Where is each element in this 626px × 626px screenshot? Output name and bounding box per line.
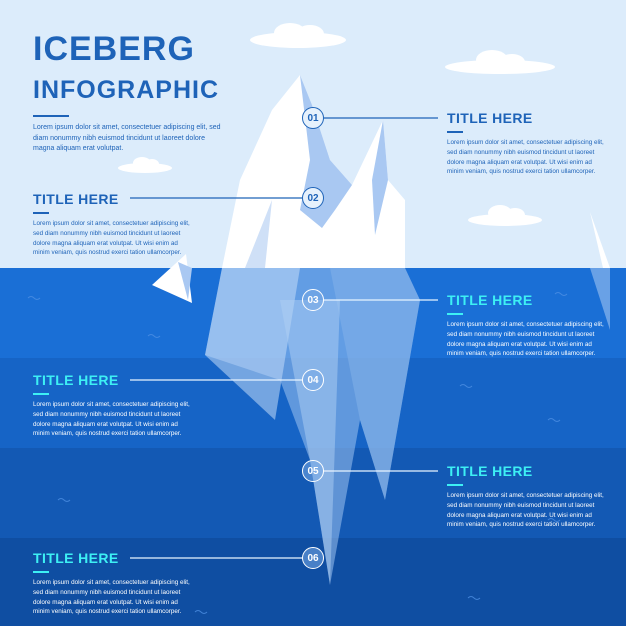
- cloud: [118, 157, 172, 173]
- marker-03: 03: [302, 289, 324, 311]
- intro-rule: [33, 115, 69, 117]
- marker-04: 04: [302, 369, 324, 391]
- cloud: [445, 50, 555, 74]
- section-03-rule: [447, 313, 463, 315]
- section-05-rule: [447, 484, 463, 486]
- section-01-title: TITLE HERE: [447, 110, 533, 126]
- ice-shard-left: [152, 254, 192, 303]
- section-02-title: TITLE HERE: [33, 191, 119, 207]
- marker-05: 05: [302, 460, 324, 482]
- section-05-title: TITLE HERE: [447, 463, 533, 479]
- section-05-text: Lorem ipsum dolor sit amet, consectetuer…: [447, 492, 604, 529]
- section-04-rule: [33, 393, 49, 395]
- section-02-text: Lorem ipsum dolor sit amet, consectetuer…: [33, 220, 190, 257]
- page-title-line1: ICEBERG: [33, 30, 195, 68]
- section-06-rule: [33, 571, 49, 573]
- marker-01: 01: [302, 107, 324, 129]
- section-04-title: TITLE HERE: [33, 372, 119, 388]
- iceberg-underwater: [205, 268, 420, 585]
- page-title-line2: INFOGRAPHIC: [33, 76, 219, 104]
- section-06-text: Lorem ipsum dolor sit amet, consectetuer…: [33, 579, 190, 616]
- section-01-text: Lorem ipsum dolor sit amet, consectetuer…: [447, 139, 604, 176]
- section-04-text: Lorem ipsum dolor sit amet, consectetuer…: [33, 401, 190, 438]
- marker-06: 06: [302, 547, 324, 569]
- section-02-rule: [33, 212, 49, 214]
- marker-02: 02: [302, 187, 324, 209]
- section-03-text: Lorem ipsum dolor sit amet, consectetuer…: [447, 321, 604, 358]
- cloud: [468, 205, 542, 226]
- section-01-rule: [447, 131, 463, 133]
- ice-shard-right: [590, 212, 610, 330]
- intro-text: Lorem ipsum dolor sit amet, consectetuer…: [33, 124, 221, 152]
- section-06-title: TITLE HERE: [33, 550, 119, 566]
- section-03-title: TITLE HERE: [447, 292, 533, 308]
- cloud: [250, 23, 346, 48]
- wave-marks: [27, 292, 568, 614]
